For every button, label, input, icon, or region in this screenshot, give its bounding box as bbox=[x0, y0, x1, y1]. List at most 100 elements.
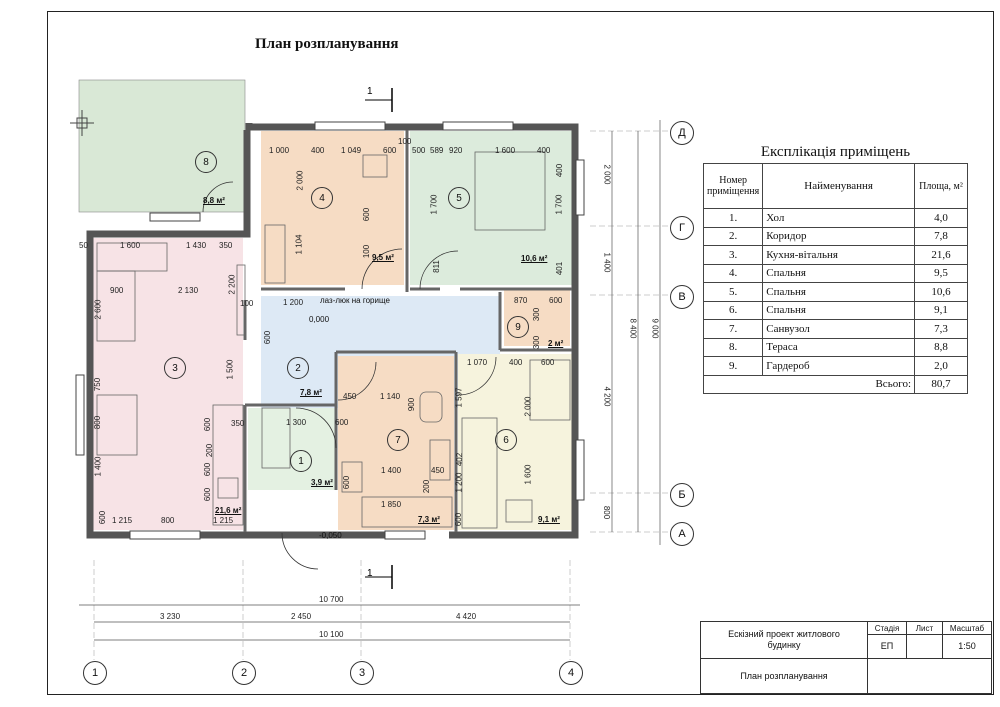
stamp-sheet bbox=[906, 634, 943, 659]
bedroom-furniture bbox=[261, 151, 571, 529]
dim-r3-e: 900 bbox=[110, 286, 124, 295]
interior-walls bbox=[243, 130, 572, 532]
row-area: 7,8 bbox=[914, 226, 968, 246]
room-number-7: 7 bbox=[387, 429, 409, 451]
room-number-9: 9 bbox=[507, 316, 529, 338]
row-name: Гардероб bbox=[762, 356, 915, 376]
dim-r4-a: 1 000 bbox=[269, 146, 290, 155]
row-name: Санвузол bbox=[762, 319, 915, 339]
row-name: Спальня bbox=[762, 282, 915, 302]
dim-r5-a: 100 bbox=[398, 137, 412, 146]
doors bbox=[202, 181, 497, 570]
dim-r9-b: 600 bbox=[549, 296, 563, 305]
dim-r3-n: 1 215 bbox=[112, 516, 133, 525]
row-name: Кухня-вітальня bbox=[762, 245, 915, 265]
dim-r3-m: 600 bbox=[98, 510, 108, 525]
row-name: Тераса bbox=[762, 337, 915, 357]
explication-header-name: Найменування bbox=[762, 163, 915, 209]
title-block: Ескізний проект житлового будинку Стадія… bbox=[700, 621, 992, 694]
room-area-4: 9,5 м² bbox=[372, 253, 394, 262]
dim-r6-f: 1 600 bbox=[523, 464, 533, 485]
dim-right-span-2: 1 400 bbox=[602, 252, 612, 273]
axis-marker-v: В bbox=[670, 285, 694, 309]
row-number: 9. bbox=[702, 356, 764, 376]
dim-r2-b: 1 200 bbox=[283, 298, 304, 307]
room-number-6: 6 bbox=[495, 429, 517, 451]
section-label-bottom: 1 bbox=[367, 568, 373, 579]
axis-marker-b: Б bbox=[670, 483, 694, 507]
dim-right-span-4: 800 bbox=[602, 505, 612, 520]
axis-marker-2: 2 bbox=[232, 661, 256, 685]
dim-r4-h: 100 bbox=[362, 244, 372, 259]
windows bbox=[75, 121, 585, 540]
row-area: 10,6 bbox=[914, 282, 968, 302]
axis-marker-d: Д bbox=[670, 121, 694, 145]
room-number-3: 3 bbox=[164, 357, 186, 379]
row-number: 3. bbox=[702, 245, 764, 265]
axis-marker-3: 3 bbox=[350, 661, 374, 685]
room-area-9: 2 м² bbox=[548, 339, 564, 348]
row-area: 9,5 bbox=[914, 263, 968, 283]
explication-panel: Експлікація приміщень Номер приміщення Н… bbox=[702, 144, 968, 394]
dim-r3-a: 50 bbox=[79, 241, 88, 250]
dim-r6-h: 402 bbox=[455, 452, 465, 467]
section-label-top: 1 bbox=[367, 86, 373, 97]
row-number: 7. bbox=[702, 319, 764, 339]
row-name: Коридор bbox=[762, 226, 915, 246]
drawing-frame bbox=[47, 11, 994, 695]
row-area: 8,8 bbox=[914, 337, 968, 357]
dim-r3-c: 1 430 bbox=[186, 241, 207, 250]
dim-r3-q: 600 bbox=[203, 417, 213, 432]
dim-bottom-outer: 10 700 bbox=[319, 595, 344, 604]
room-number-2: 2 bbox=[287, 357, 309, 379]
dim-r6-g: 1 200 bbox=[454, 472, 464, 493]
room-number-8: 8 bbox=[195, 151, 217, 173]
room-area-8: 8,8 м² bbox=[203, 196, 225, 205]
dim-r2-c: 600 bbox=[263, 330, 273, 345]
axis-marker-4: 4 bbox=[559, 661, 583, 685]
dim-r3-o: 800 bbox=[161, 516, 175, 525]
dim-r3-d: 350 bbox=[219, 241, 233, 250]
room-area-6: 9,1 м² bbox=[538, 515, 560, 524]
dim-r7-e: 450 bbox=[431, 466, 445, 475]
row-number: 6. bbox=[702, 300, 764, 320]
dim-r5-d: 920 bbox=[449, 146, 463, 155]
room-1-hall bbox=[248, 408, 336, 490]
row-name: Спальня bbox=[762, 263, 915, 283]
room-area-5: 10,6 м² bbox=[521, 254, 548, 263]
stamp-stage: ЕП bbox=[867, 634, 907, 659]
axis-marker-a: А bbox=[670, 522, 694, 546]
row-area: 9,1 bbox=[914, 300, 968, 320]
dim-r3-h: 2 600 bbox=[93, 299, 103, 320]
dim-r7-c: 900 bbox=[407, 397, 417, 412]
dim-right-span-3: 4 200 bbox=[602, 386, 612, 407]
room-3-kitchen-living bbox=[93, 238, 243, 530]
room-area-7: 7,3 м² bbox=[418, 515, 440, 524]
dim-r6-a: 1 070 bbox=[467, 358, 488, 367]
dim-r5-h: 1 700 bbox=[554, 194, 564, 215]
explication-header-row: Номер приміщення Найменування Площа, м² bbox=[702, 163, 968, 209]
row-area: 2,0 bbox=[914, 356, 968, 376]
axis-marker-h: Г bbox=[670, 216, 694, 240]
dim-r3-f: 2 130 bbox=[178, 286, 199, 295]
row-number: 4. bbox=[702, 263, 764, 283]
dim-r3-b: 1 600 bbox=[120, 241, 141, 250]
dim-r4-d: 600 bbox=[383, 146, 397, 155]
dim-r7-b: 1 140 bbox=[380, 392, 401, 401]
explication-header-number: Номер приміщення bbox=[702, 163, 764, 209]
stamp-empty-cell bbox=[867, 658, 992, 694]
row-name: Спальня bbox=[762, 300, 915, 320]
dim-r3-s: 600 bbox=[203, 487, 213, 502]
dim-r6-i: 600 bbox=[454, 512, 464, 527]
dim-r5-g: 1 700 bbox=[429, 194, 439, 215]
dim-r9-d: 300 bbox=[532, 335, 542, 350]
dim-r3-g: 2 200 bbox=[227, 274, 237, 295]
attic-hatch-label: лаз-люк на горище bbox=[320, 296, 390, 305]
